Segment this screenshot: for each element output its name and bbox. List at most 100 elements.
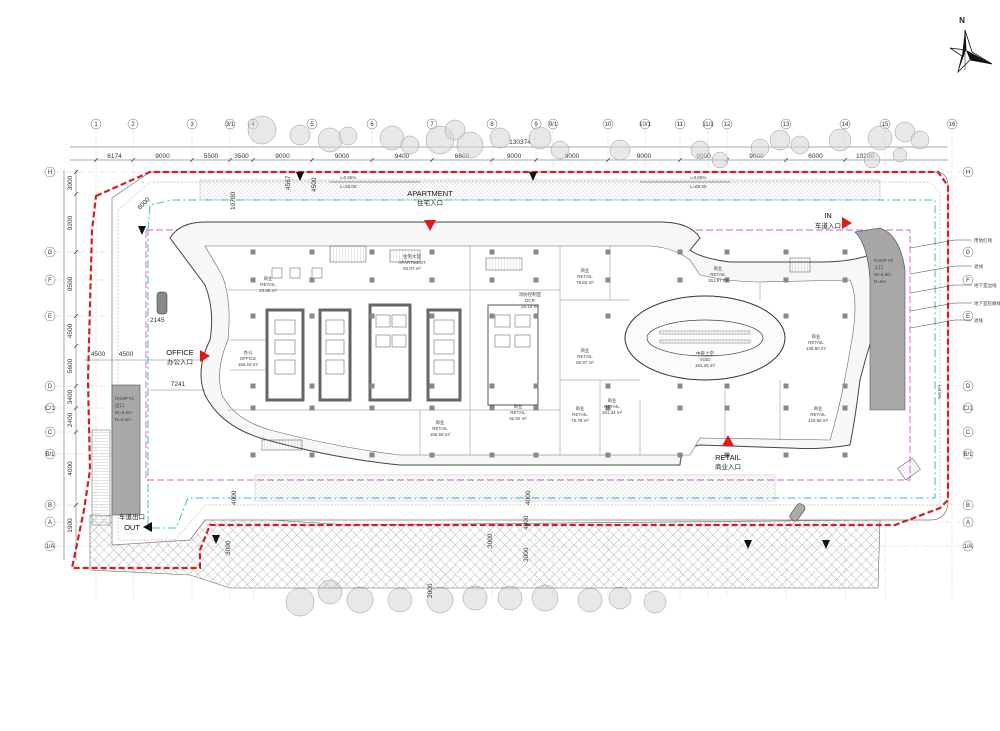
svg-text:120.56 m²: 120.56 m² (808, 418, 829, 423)
room-retail-4: 商业 RETAIL 138.80 m² (806, 333, 827, 351)
overall-dimension: 130374 (509, 139, 531, 146)
legend-item-2: 地下室边线 (974, 282, 997, 289)
svg-text:商业: 商业 (581, 267, 590, 274)
svg-text:16: 16 (949, 122, 956, 128)
column (783, 452, 789, 458)
svg-text:3/1: 3/1 (226, 122, 235, 128)
svg-text:C/1: C/1 (963, 406, 973, 412)
svg-text:1/A: 1/A (45, 544, 54, 550)
svg-text:4567: 4567 (285, 175, 292, 190)
grid-bubble-2: 2 (127, 118, 139, 130)
interior-partitions (228, 246, 781, 455)
svg-text:8: 8 (490, 122, 494, 128)
grid-bubble-12: 12 (721, 118, 733, 130)
column (369, 249, 375, 255)
left-secondary-dims: 4500 4500 7241 (84, 351, 205, 391)
svg-text:15: 15 (882, 122, 889, 128)
tree (285, 587, 315, 617)
column (533, 383, 539, 389)
tree (828, 128, 852, 152)
column (724, 405, 730, 411)
svg-text:4000: 4000 (523, 515, 530, 530)
grid-bubble-C: C (44, 426, 56, 438)
tree (400, 135, 420, 155)
grid-bubble-right-A: A (962, 516, 974, 528)
svg-text:商业: 商业 (812, 333, 821, 340)
tree (711, 151, 729, 169)
grid-bubble-F: F (44, 274, 56, 286)
ramp2-line4: R=6m (874, 279, 886, 284)
top-dim-1: 9000 (155, 153, 170, 160)
column (429, 405, 435, 411)
column (842, 277, 848, 283)
column (677, 383, 683, 389)
left-dim-1: 9200 (67, 215, 74, 230)
svg-text:商业: 商业 (264, 275, 273, 282)
svg-text:155.68 m²: 155.68 m² (430, 432, 451, 437)
svg-text:166.19 m²: 166.19 m² (238, 362, 259, 367)
vehicle-in-en: IN (824, 211, 832, 220)
column (783, 249, 789, 255)
grid-bubble-3-1: 3/1 (224, 118, 236, 130)
column (724, 277, 730, 283)
left-dim-5: 3400 (67, 389, 74, 404)
room-control: 消防控制室 DCR 25.18 m² (519, 291, 542, 309)
svg-text:RETAIL: RETAIL (432, 426, 448, 431)
grid-bubble-right-E: E (962, 310, 974, 322)
grid-bubble-16: 16 (946, 118, 958, 130)
svg-text:D: D (48, 384, 53, 390)
stair-icon-right (897, 457, 921, 481)
office-en: OFFICE (166, 348, 194, 357)
svg-text:11: 11 (677, 122, 684, 128)
vehicle-in-cn: 车道入口 (815, 221, 841, 230)
vehicle-out-arrow-icon (143, 522, 152, 532)
left-dim-2: 9500 (67, 276, 74, 291)
column (842, 452, 848, 458)
svg-text:3: 3 (190, 122, 194, 128)
slope-length-1: L=35.00 (340, 184, 357, 189)
tree (247, 115, 277, 145)
column (369, 277, 375, 283)
left-dim-8: 1900 (67, 518, 74, 533)
svg-text:OFFICE: OFFICE (240, 356, 257, 361)
ramp1-line3: W=5.5m (115, 410, 132, 415)
column (489, 452, 495, 458)
svg-text:75.78 m²: 75.78 m² (571, 418, 589, 423)
svg-text:中庭上空: 中庭上空 (696, 350, 714, 357)
svg-text:7241: 7241 (171, 381, 186, 388)
grid-bubble-right-B: B (962, 499, 974, 511)
column (605, 313, 611, 319)
svg-text:138.80 m²: 138.80 m² (806, 346, 827, 351)
svg-text:12: 12 (724, 122, 731, 128)
svg-text:VOID: VOID (699, 357, 711, 362)
column (842, 313, 848, 319)
tree (317, 127, 343, 153)
slope-2: i=0.65% (690, 175, 706, 180)
column (250, 383, 256, 389)
grid-bubble-3: 3 (186, 118, 198, 130)
legend-item-3: 地下室轮廓线 (974, 300, 1000, 307)
tree (489, 127, 511, 149)
svg-text:4500: 4500 (91, 351, 106, 358)
svg-text:10/1: 10/1 (639, 122, 651, 128)
column (533, 249, 539, 255)
svg-text:4500: 4500 (311, 177, 318, 192)
tree (910, 130, 930, 150)
left-dim-0: 3000 (67, 175, 74, 190)
column (724, 383, 730, 389)
column (250, 313, 256, 319)
column (783, 405, 789, 411)
svg-text:3000: 3000 (523, 547, 530, 562)
column (309, 405, 315, 411)
svg-text:23.68 m²: 23.68 m² (259, 288, 277, 293)
top-dim-3: 3500 (234, 153, 249, 160)
svg-text:9: 9 (534, 122, 538, 128)
ramp1-line1: RAMP #1 (115, 396, 135, 401)
tree (387, 587, 413, 613)
top-dim-6: 9400 (395, 153, 410, 160)
top-dim-13: 6000 (808, 153, 823, 160)
svg-text:2000: 2000 (427, 583, 434, 598)
